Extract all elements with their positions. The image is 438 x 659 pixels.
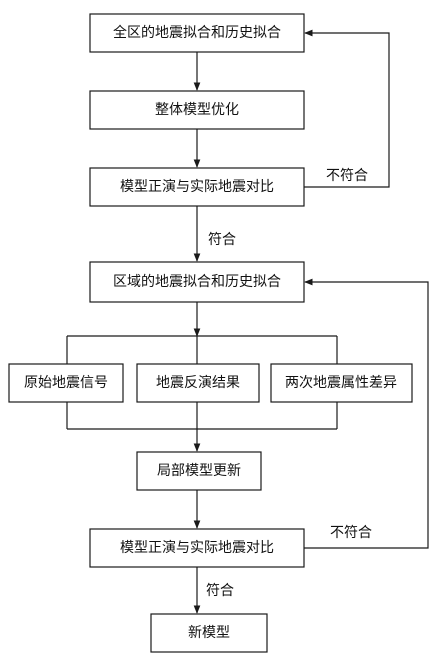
node-label-n7: 两次地震属性差异 — [285, 375, 397, 391]
node-label-n6: 地震反演结果 — [156, 375, 240, 391]
node-box-n1 — [89, 13, 305, 53]
arrow-feedback-n9-n4 — [304, 278, 429, 549]
node-label-n8: 局部模型更新 — [157, 463, 241, 479]
node-box-n3 — [89, 167, 305, 207]
node-label-n3: 模型正演与实际地震对比 — [120, 179, 274, 195]
node-box-n2 — [89, 90, 305, 130]
edge-label-no-match-2: 不符合 — [330, 525, 372, 541]
node-label-n5: 原始地震信号 — [24, 375, 108, 391]
node-label-n4: 区域的地震拟合和历史拟合 — [113, 274, 281, 290]
node-box-n5 — [8, 363, 124, 403]
edge-label-no-match-1: 不符合 — [326, 168, 368, 184]
node-box-n10 — [150, 613, 268, 653]
node-label-n10: 新模型 — [188, 625, 230, 641]
node-box-n6 — [136, 363, 260, 403]
node-box-n7 — [270, 363, 413, 403]
node-label-n9: 模型正演与实际地震对比 — [120, 540, 274, 556]
node-box-n4 — [89, 261, 305, 303]
arrow-feedback-n3-n1 — [304, 29, 390, 188]
edge-label-match-2: 符合 — [206, 583, 234, 599]
edge-label-match-1: 符合 — [208, 232, 236, 248]
node-label-n2: 整体模型优化 — [155, 102, 239, 118]
node-label-n1: 全区的地震拟合和历史拟合 — [113, 24, 281, 41]
node-box-n8 — [136, 451, 262, 491]
